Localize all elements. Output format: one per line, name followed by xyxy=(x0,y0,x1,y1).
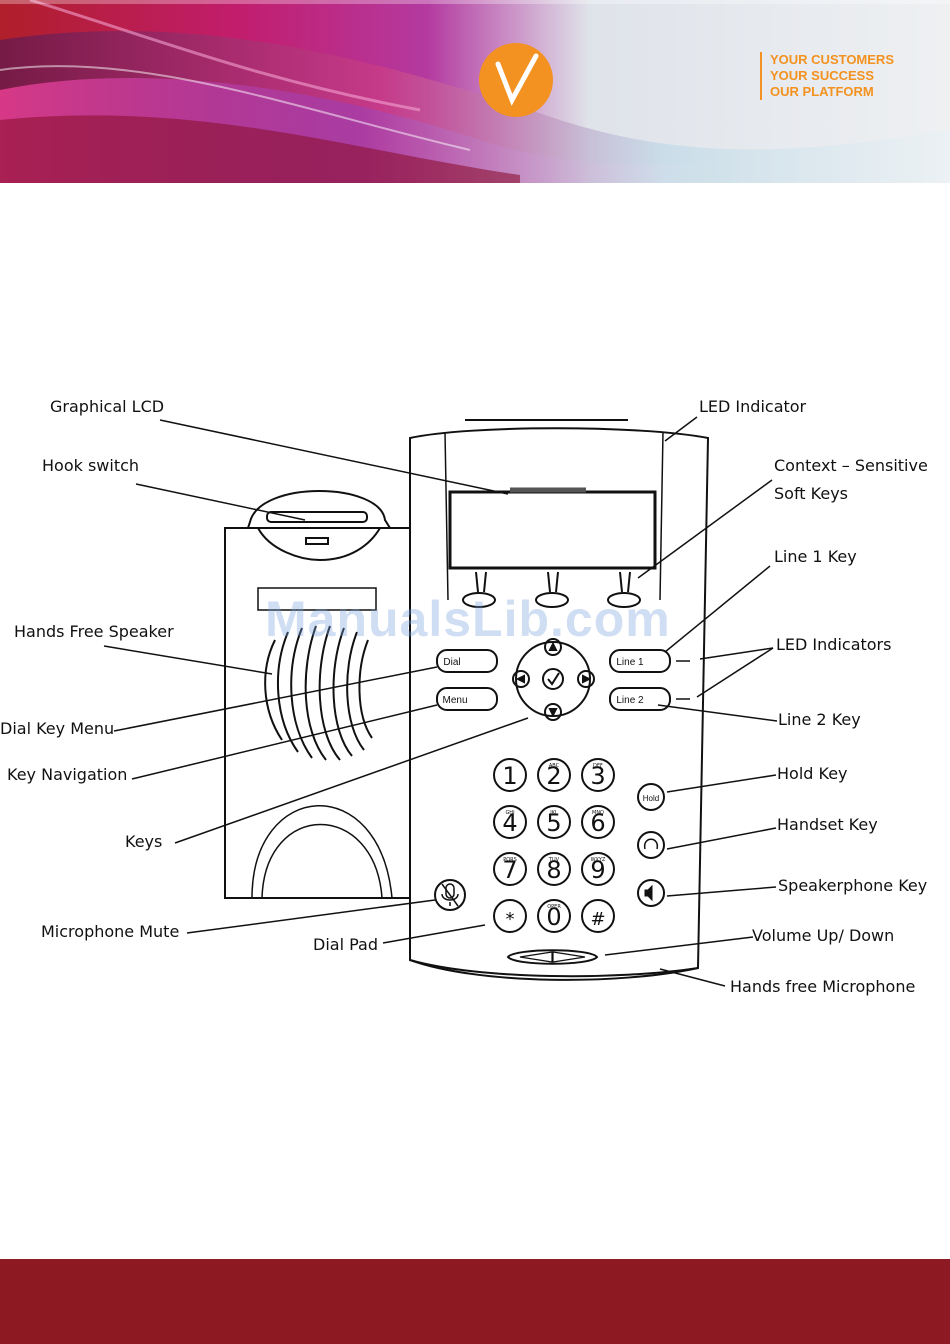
keypad-digit: 1 xyxy=(502,762,517,790)
label-microphone-mute: Microphone Mute xyxy=(41,922,180,941)
label-line1-key: Line 1 Key xyxy=(774,547,857,566)
handset-button xyxy=(637,831,665,859)
speakerphone-button xyxy=(637,879,665,907)
select-key xyxy=(542,668,564,690)
keypad-digit: 4 xyxy=(502,809,517,837)
keypad-letters: MNO xyxy=(592,810,604,816)
mute-button xyxy=(434,879,466,911)
leader-lines xyxy=(103,416,778,987)
keypad-digit: 9 xyxy=(590,856,605,884)
keypad-digit: # xyxy=(590,909,605,930)
label-context-sensitive: Context – Sensitive xyxy=(774,456,928,475)
label-hands-free-microphone: Hands free Microphone xyxy=(730,977,916,996)
volume-rocker xyxy=(506,949,599,965)
keypad-digit: 6 xyxy=(590,809,605,837)
menu-button-label: Menu xyxy=(442,695,467,706)
label-led-indicators: LED Indicators xyxy=(776,635,892,654)
keypad-key-hash[interactable]: # xyxy=(581,899,615,933)
header-banner: YOUR CUSTOMERS YOUR SUCCESS OUR PLATFORM xyxy=(0,0,950,183)
line1-button-label: Line 1 xyxy=(616,657,644,668)
label-graphical-lcd: Graphical LCD xyxy=(50,397,165,416)
keypad-digit: * xyxy=(506,909,515,930)
keypad-digit: 7 xyxy=(502,856,517,884)
label-handset-key: Handset Key xyxy=(777,815,878,834)
label-line2-key: Line 2 Key xyxy=(778,710,861,729)
v-logo-icon xyxy=(479,43,553,117)
keypad-digit: 5 xyxy=(546,809,561,837)
keypad-letters: WXYZ xyxy=(591,857,606,863)
label-hands-free-speaker: Hands Free Speaker xyxy=(14,622,174,641)
keypad-letters: ABC xyxy=(549,763,560,769)
footer-bar xyxy=(0,1259,950,1344)
label-soft-keys: Soft Keys xyxy=(774,484,848,503)
keypad-letters: GHI xyxy=(505,810,514,816)
label-hook-switch: Hook switch xyxy=(42,456,140,475)
label-led-indicator: LED Indicator xyxy=(699,397,807,416)
label-dial-pad: Dial Pad xyxy=(313,935,378,954)
watermark: ManualsLib.com xyxy=(265,591,671,647)
keypad-digit: 3 xyxy=(590,762,605,790)
keypad-letters: DEF xyxy=(593,763,603,769)
tagline-line: YOUR CUSTOMERS xyxy=(770,52,894,67)
hold-button-label: Hold xyxy=(643,794,659,803)
label-dial-key-menu: Dial Key Menu xyxy=(0,719,115,738)
label-keys: Keys xyxy=(125,832,163,851)
tagline-line: OUR PLATFORM xyxy=(770,84,874,99)
dial-button xyxy=(436,649,498,673)
handset-body xyxy=(224,527,411,899)
keypad-letters: PQRS xyxy=(503,857,517,863)
line2-button-label: Line 2 xyxy=(616,695,644,706)
keypad-letters: TUV xyxy=(548,857,560,863)
label-volume-up-down: Volume Up/ Down xyxy=(752,926,895,945)
hook-switch xyxy=(246,490,392,529)
keypad-digit: 0 xyxy=(546,903,561,931)
soft-keys xyxy=(462,571,641,608)
keypad-letters: JKL xyxy=(549,810,558,816)
keypad-letters: OPER xyxy=(547,904,561,910)
menu-button xyxy=(436,687,498,711)
label-speakerphone-key: Speakerphone Key xyxy=(778,876,928,895)
hold-button xyxy=(637,783,665,811)
keypad-key-1[interactable]: 1 xyxy=(493,758,527,792)
dial-button-label: Dial xyxy=(443,657,460,668)
banner-graphic xyxy=(0,0,950,183)
label-hold-key: Hold Key xyxy=(777,764,848,783)
line1-button xyxy=(609,649,671,673)
keypad-key-star[interactable]: * xyxy=(493,899,527,933)
label-key-navigation: Key Navigation xyxy=(7,765,128,784)
line2-button xyxy=(609,687,671,711)
tagline: YOUR CUSTOMERS YOUR SUCCESS OUR PLATFORM xyxy=(760,52,894,100)
keypad-digit: 2 xyxy=(546,762,561,790)
tagline-line: YOUR SUCCESS xyxy=(770,68,875,83)
keypad-digit: 8 xyxy=(546,856,561,884)
